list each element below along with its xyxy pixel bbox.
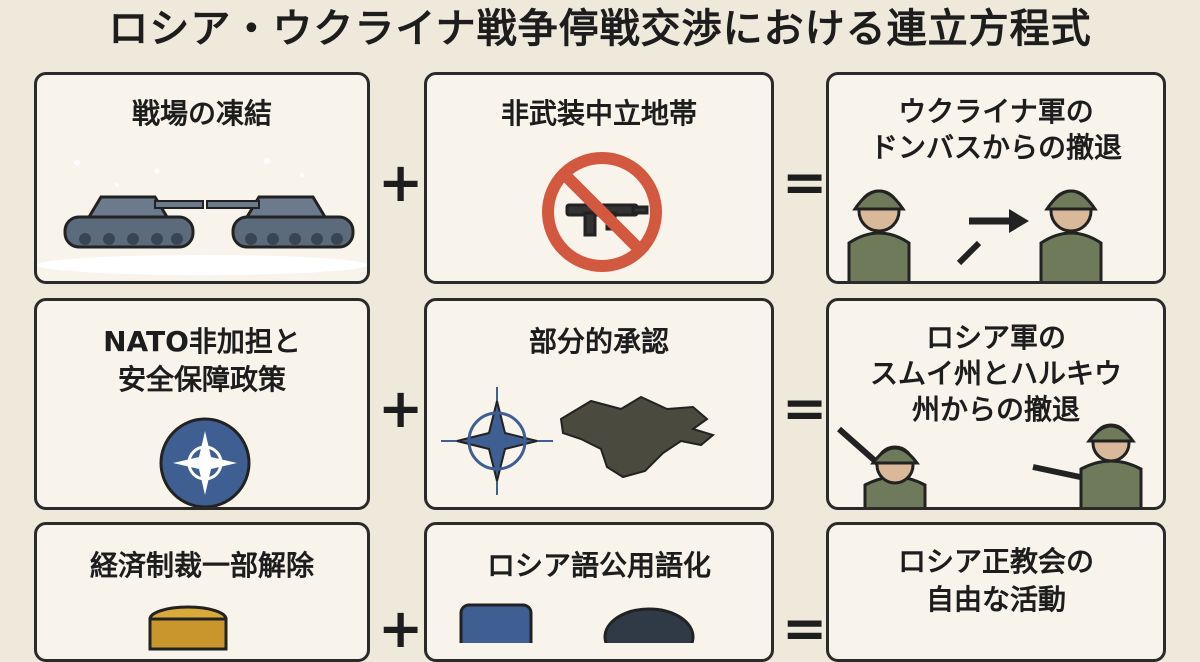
language-icon [459, 603, 695, 643]
plus-operator: + [378, 151, 424, 214]
nato-emblem-icon [159, 417, 251, 507]
card-partial-recognition: 部分的承認 [424, 298, 774, 510]
card-label: 部分的承認 [528, 325, 669, 358]
equals-operator: = [782, 377, 828, 440]
plus-operator: + [378, 377, 424, 440]
equals-operator: = [782, 597, 828, 660]
card-russian-language: ロシア語公用語化 [424, 522, 774, 662]
card-label: 非武装中立地帯 [500, 97, 697, 130]
soldiers-icon [847, 189, 1103, 281]
equals-operator: = [782, 151, 828, 214]
page-title: ロシア・ウクライナ戦争停戦交渉における連立方程式 [108, 6, 1092, 52]
card-label: 戦場の凍結 [131, 97, 272, 130]
card-label: ウクライナ軍の [898, 95, 1094, 128]
card-ukraine-withdrawal: ウクライナ軍の ドンバスからの撤退 [826, 72, 1166, 284]
card-label: 自由な活動 [925, 583, 1066, 616]
card-label: 安全保障政策 [117, 363, 286, 396]
tanks-icon [37, 158, 367, 275]
card-sanctions-relief: 経済制裁一部解除 [34, 522, 370, 662]
armed-soldiers-icon [837, 423, 1143, 507]
nato-crimea-map-icon [441, 387, 716, 495]
coins-icon [148, 605, 228, 651]
card-label: 州からの撤退 [911, 393, 1080, 426]
card-battlefield-freeze: 戦場の凍結 [34, 72, 370, 284]
card-label: ロシア正教会の [897, 545, 1094, 578]
no-weapons-icon [542, 152, 662, 272]
card-label: 経済制裁一部解除 [89, 549, 314, 582]
card-label: ロシア語公用語化 [486, 549, 711, 582]
card-label: ロシア軍の [925, 321, 1066, 354]
card-demilitarized-zone: 非武装中立地帯 [424, 72, 774, 284]
card-russia-withdrawal: ロシア軍の スムイ州とハルキウ 州からの撤退 [826, 298, 1166, 510]
card-orthodox-church: ロシア正教会の 自由な活動 [826, 522, 1166, 662]
card-label: ドンバスからの撤退 [869, 131, 1122, 164]
card-label: NATO非加担と [103, 325, 301, 358]
card-nato-security: NATO非加担と 安全保障政策 [34, 298, 370, 510]
card-label: スムイ州とハルキウ [869, 357, 1122, 390]
plus-operator: + [378, 597, 424, 660]
